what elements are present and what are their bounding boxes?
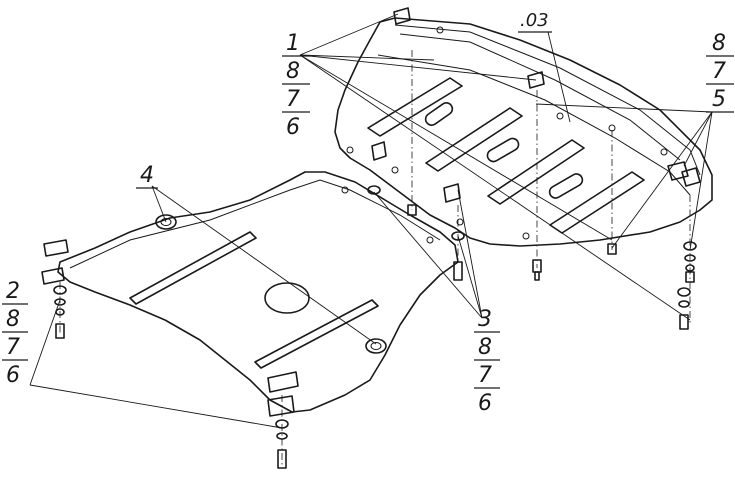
bolt-middle (367, 185, 465, 281)
callout-8: 8 (712, 31, 726, 56)
bolt-right-4 (677, 241, 697, 330)
callout-03: .03 (518, 10, 552, 33)
callout-7: 7 (286, 87, 300, 112)
leader-lines (29, 13, 713, 429)
callout-stack-right: 8 7 5 (706, 31, 734, 113)
callout-1: 1 (286, 31, 300, 56)
callout-8: 8 (478, 335, 492, 360)
callout-6: 6 (286, 115, 300, 140)
callout-5: 5 (712, 87, 726, 112)
callout-stack-middle: 3 8 7 6 (474, 307, 500, 416)
callout-7: 7 (6, 335, 20, 360)
callout-4-label: 4 (140, 163, 154, 188)
callout-stack-left: 2 8 7 6 (2, 279, 28, 388)
callout-8: 8 (6, 307, 20, 332)
callout-6: 6 (6, 363, 20, 388)
callout-7: 7 (712, 59, 726, 84)
bolt-right-2 (532, 259, 542, 281)
callout-03-label: .03 (520, 10, 549, 31)
callout-6: 6 (478, 391, 492, 416)
callout-3: 3 (478, 307, 492, 332)
bolt-right-3 (607, 243, 617, 255)
front-skid-plate (334, 7, 713, 247)
callout-7: 7 (478, 363, 492, 388)
callout-4: 4 (136, 163, 158, 189)
rear-skid-plate (41, 171, 459, 417)
callout-2: 2 (6, 279, 20, 304)
fasteners (53, 185, 697, 469)
callout-8: 8 (286, 59, 300, 84)
callout-stack-front: 1 8 7 6 (282, 31, 310, 140)
fastener-center-lines (59, 50, 691, 465)
bolt-right-1 (407, 204, 417, 216)
